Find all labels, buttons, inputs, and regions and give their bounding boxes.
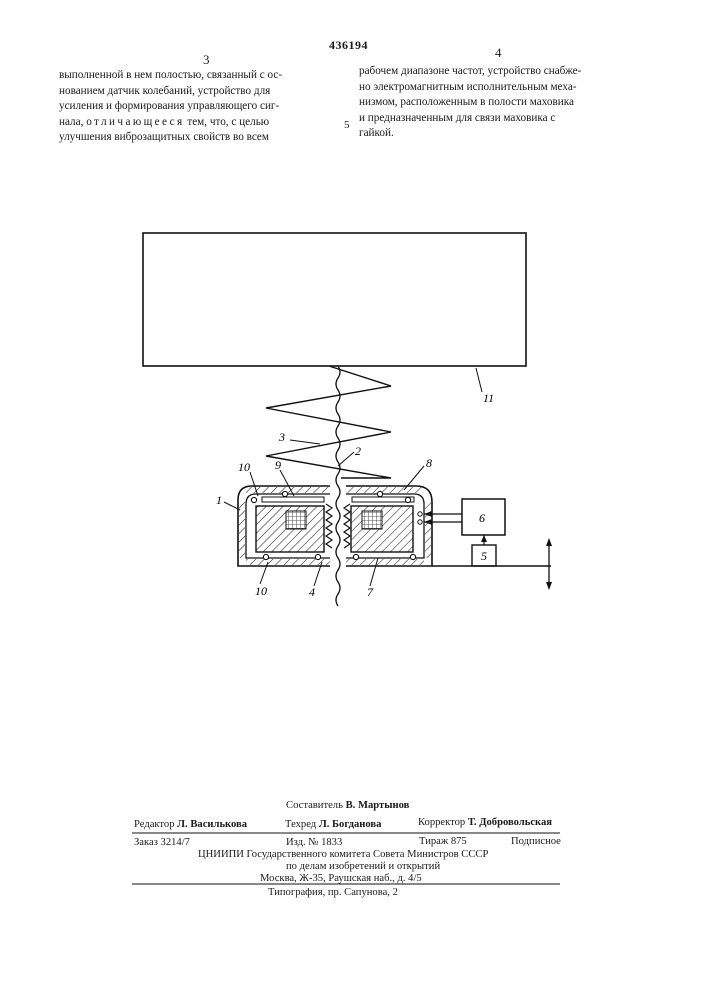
organization-line: ЦНИИПИ Государственного комитета Совета … [198, 849, 488, 860]
subscription-note: Подписное [511, 836, 561, 847]
order-number: Заказ 3214/7 [134, 837, 190, 848]
organization-address: Москва, Ж-35, Раушская наб., д. 4/5 [260, 873, 422, 884]
issue-number: Изд. № 1833 [286, 837, 342, 848]
organization-subline: по делам изобретений и открытий [286, 861, 440, 872]
printer-line: Типография, пр. Сапунова, 2 [268, 887, 398, 898]
print-run: Тираж 875 [419, 836, 467, 847]
